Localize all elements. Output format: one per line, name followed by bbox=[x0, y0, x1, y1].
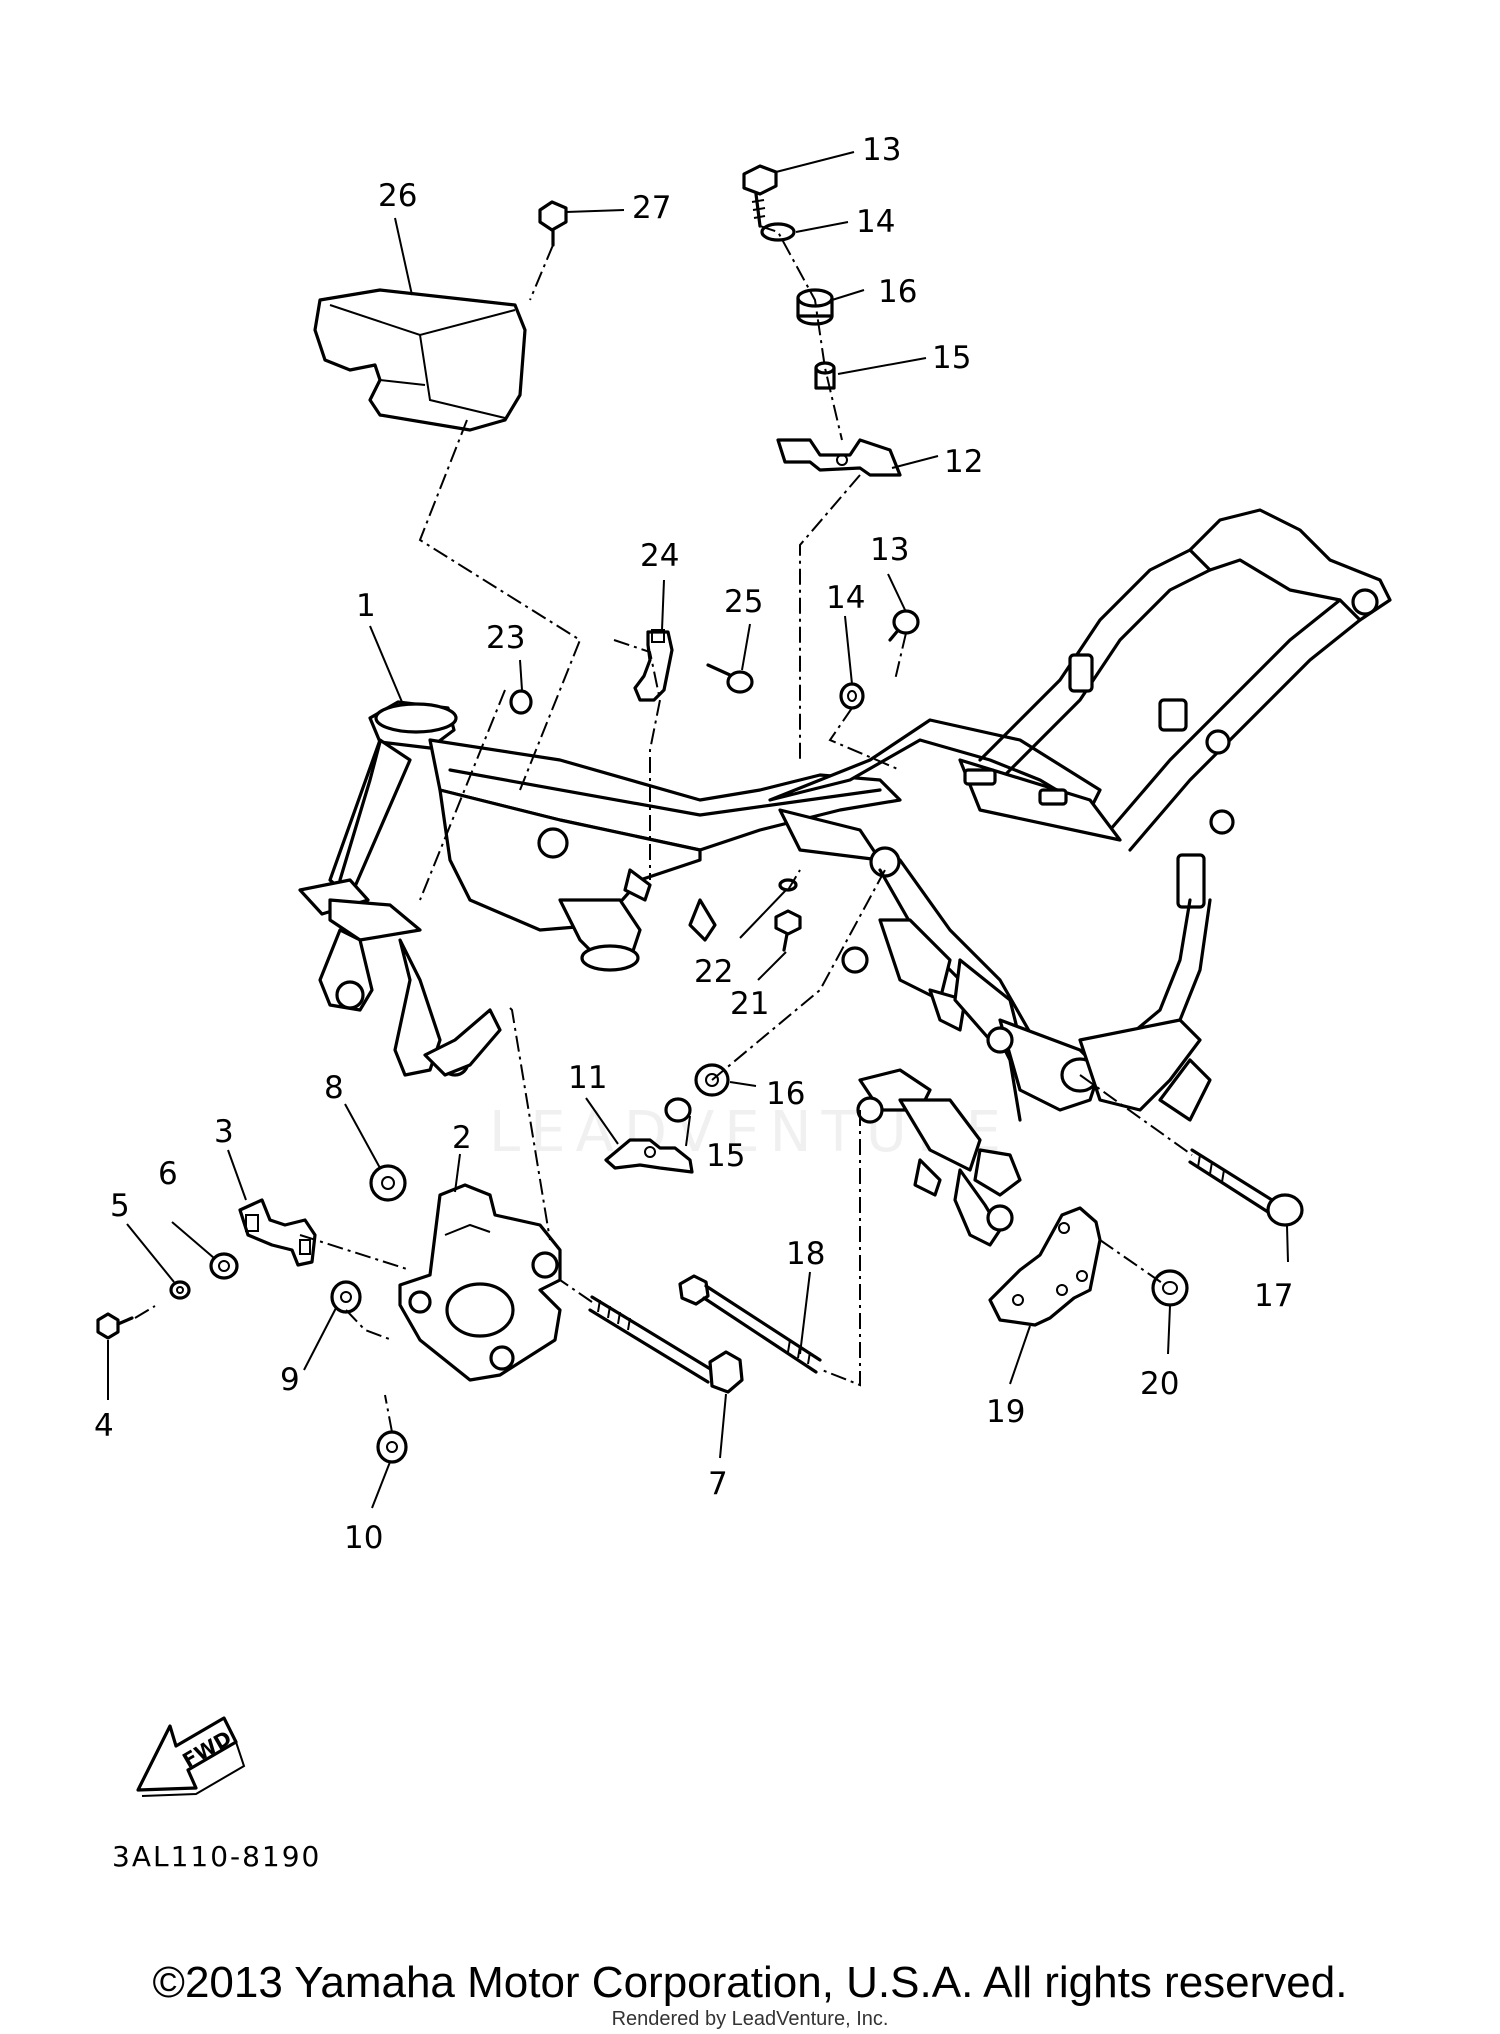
callout-12: 12 bbox=[944, 444, 983, 480]
callout-22: 22 bbox=[694, 954, 733, 990]
diagram-code: 3AL110-8190 bbox=[112, 1840, 322, 1873]
bolt-part-18[interactable] bbox=[678, 1274, 822, 1374]
bracket-part-19[interactable] bbox=[988, 1206, 1102, 1327]
callout-14-lower: 14 bbox=[826, 580, 865, 616]
callout-13-lower: 13 bbox=[870, 532, 909, 568]
washer-part-14-top[interactable] bbox=[760, 222, 796, 242]
bushing-part-9[interactable] bbox=[330, 1280, 362, 1314]
callout-25: 25 bbox=[724, 584, 763, 620]
assembly-lines bbox=[134, 225, 1193, 1433]
bushing-part-8[interactable] bbox=[369, 1164, 407, 1202]
collar-part-15-lower[interactable] bbox=[664, 1097, 692, 1123]
washer-part-14-lower[interactable] bbox=[839, 682, 865, 710]
callout-10: 10 bbox=[344, 1520, 383, 1556]
callout-6: 6 bbox=[158, 1156, 178, 1192]
callout-27: 27 bbox=[632, 190, 671, 226]
callout-23: 23 bbox=[486, 620, 525, 656]
render-note: Rendered by LeadVenture, Inc. bbox=[611, 2008, 889, 2030]
bracket-part-3[interactable] bbox=[238, 1198, 317, 1267]
bracket-part-12[interactable] bbox=[776, 438, 902, 477]
washer-part-5[interactable] bbox=[169, 1280, 191, 1300]
callout-4: 4 bbox=[94, 1408, 114, 1444]
callout-18: 18 bbox=[786, 1236, 825, 1272]
callout-7: 7 bbox=[708, 1466, 728, 1502]
copyright-notice: ©2013 Yamaha Motor Corporation, U.S.A. A… bbox=[152, 1958, 1348, 2007]
callout-5: 5 bbox=[110, 1188, 130, 1224]
bushing-part-10[interactable] bbox=[376, 1430, 408, 1464]
callout-numbers: 1 2 3 4 5 6 7 8 9 10 11 12 13 13 14 14 1… bbox=[94, 132, 1293, 1556]
callout-1: 1 bbox=[356, 588, 376, 624]
callout-13-top: 13 bbox=[862, 132, 901, 168]
cover-part-26[interactable] bbox=[313, 288, 527, 432]
fwd-arrow-icon: FWD bbox=[136, 1716, 246, 1797]
bracket-part-2[interactable] bbox=[398, 1183, 562, 1382]
callout-17: 17 bbox=[1254, 1278, 1293, 1314]
bolt-part-4[interactable] bbox=[96, 1312, 134, 1340]
callout-21: 21 bbox=[730, 986, 769, 1022]
callout-8: 8 bbox=[324, 1070, 344, 1106]
leader-lines bbox=[107, 151, 1289, 1509]
callout-16-top: 16 bbox=[878, 274, 917, 310]
bolt-part-13-top[interactable] bbox=[742, 164, 778, 228]
callout-11: 11 bbox=[568, 1060, 607, 1096]
callout-15-lower: 15 bbox=[706, 1138, 745, 1174]
bolt-part-17[interactable] bbox=[1188, 1148, 1304, 1227]
callout-14-top: 14 bbox=[856, 204, 895, 240]
bushing-part-16-top[interactable] bbox=[796, 288, 834, 326]
callout-2: 2 bbox=[452, 1120, 472, 1156]
callout-15-top: 15 bbox=[932, 340, 971, 376]
frame-part-1[interactable] bbox=[298, 508, 1392, 1247]
callout-3: 3 bbox=[214, 1114, 234, 1150]
washer-part-6[interactable] bbox=[209, 1252, 239, 1280]
callout-20: 20 bbox=[1140, 1366, 1179, 1402]
callout-16-lower: 16 bbox=[766, 1076, 805, 1112]
nut-part-20[interactable] bbox=[1151, 1269, 1189, 1307]
bolt-part-13-lower[interactable] bbox=[888, 609, 920, 642]
callout-9: 9 bbox=[280, 1362, 300, 1398]
callout-26: 26 bbox=[378, 178, 417, 214]
bolt-part-7[interactable] bbox=[588, 1295, 744, 1394]
grommet-part-23[interactable] bbox=[509, 689, 533, 715]
bolt-part-21[interactable] bbox=[774, 909, 802, 952]
collar-part-15-top[interactable] bbox=[814, 361, 836, 390]
bolt-part-27[interactable] bbox=[538, 200, 568, 247]
callout-19: 19 bbox=[986, 1394, 1025, 1430]
callout-24: 24 bbox=[640, 538, 679, 574]
bracket-part-11[interactable] bbox=[604, 1138, 694, 1174]
bolt-part-25[interactable] bbox=[706, 663, 754, 694]
